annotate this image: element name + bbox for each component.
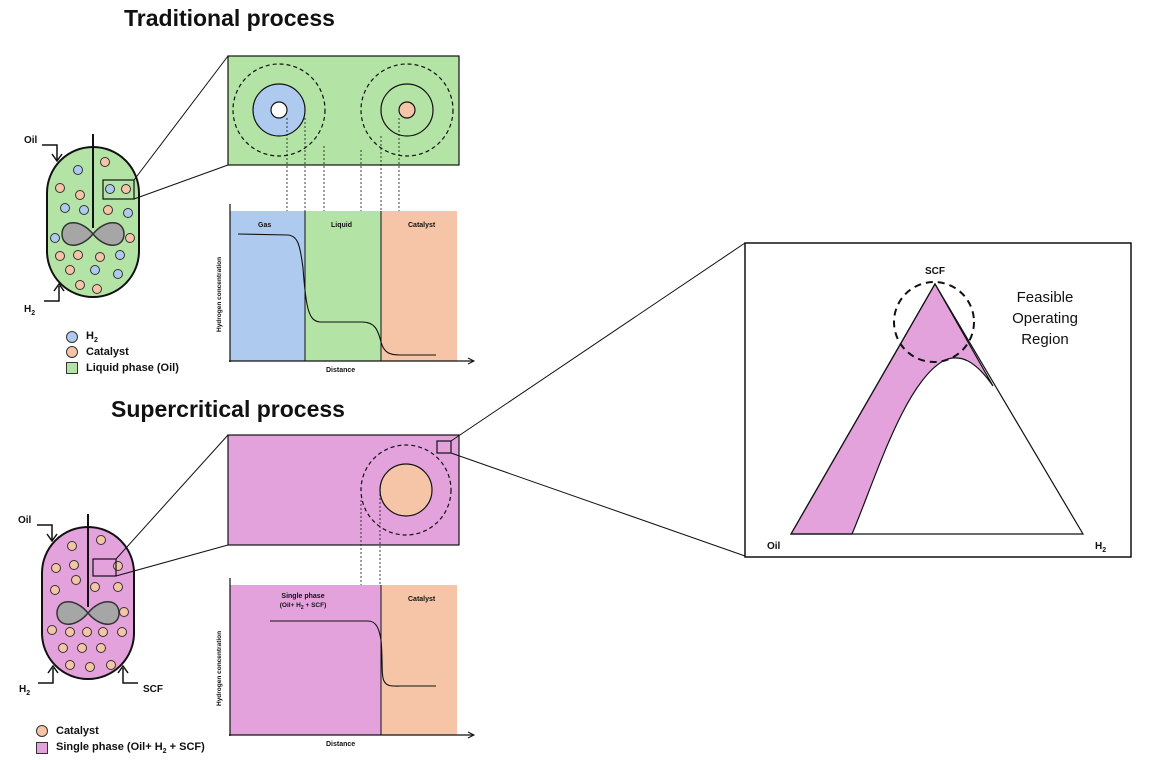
supercritical-xlabel: Distance bbox=[326, 741, 355, 748]
legend-catalyst-label: Catalyst bbox=[86, 346, 129, 358]
legend-sc-catalyst-label: Catalyst bbox=[56, 725, 99, 737]
single-phase-label: Single phase bbox=[281, 593, 324, 600]
legend-sc-catalyst: Catalyst bbox=[36, 725, 99, 737]
catalyst-region bbox=[381, 585, 457, 735]
supercritical-concentration-chart: Single phase (Oil+ H2 + SCF) Catalyst Hy… bbox=[216, 578, 476, 748]
h2-swatch-icon bbox=[66, 331, 78, 344]
supercritical-oil-label: Oil bbox=[18, 515, 32, 526]
catalyst-swatch-icon bbox=[66, 346, 78, 358]
traditional-title: Traditional process bbox=[124, 5, 335, 31]
traditional-concentration-curve bbox=[237, 233, 436, 356]
traditional-h2-label: H2 bbox=[24, 304, 35, 317]
supercritical-h2-inlet bbox=[38, 664, 59, 684]
traditional-concentration-chart: Gas Liquid Catalyst Hydrogen concentrati… bbox=[216, 204, 476, 374]
liquid-swatch-icon bbox=[66, 362, 78, 374]
feasible-region bbox=[789, 282, 994, 535]
scf-region-circle bbox=[893, 281, 975, 363]
ternary-diagram: SCF Oil H2 Feasible Operating Region bbox=[744, 242, 1132, 558]
single-phase-region bbox=[230, 585, 381, 735]
traditional-oil-label: Oil bbox=[24, 135, 38, 146]
traditional-ylabel: Hydrogen concentration bbox=[216, 257, 223, 332]
feasible-label-line1: Feasible bbox=[1017, 289, 1074, 306]
ternary-apex-label: SCF bbox=[925, 266, 945, 277]
catalyst-swatch-icon bbox=[36, 725, 48, 737]
single-phase-swatch-icon bbox=[36, 742, 48, 755]
ternary-left-label: Oil bbox=[767, 541, 781, 552]
supercritical-title: Supercritical process bbox=[111, 396, 345, 422]
catalyst-label: Catalyst bbox=[408, 596, 436, 603]
catalyst-label: Catalyst bbox=[408, 222, 436, 229]
impeller-icon bbox=[61, 222, 125, 246]
traditional-xlabel: Distance bbox=[326, 367, 355, 374]
legend-single-phase-label: Single phase (Oil+ H2 + SCF) bbox=[56, 741, 205, 756]
liquid-label: Liquid bbox=[331, 222, 352, 229]
legend-liquid: Liquid phase (Oil) bbox=[66, 362, 179, 374]
traditional-h2-inlet bbox=[44, 282, 65, 302]
legend-liquid-label: Liquid phase (Oil) bbox=[86, 362, 179, 374]
gas-label: Gas bbox=[258, 222, 271, 229]
supercritical-particles bbox=[47, 535, 129, 672]
feasible-label-line3: Region bbox=[1021, 331, 1069, 348]
ternary-right-label: H2 bbox=[1095, 541, 1106, 554]
supercritical-scf-label: SCF bbox=[143, 684, 163, 695]
single-phase-composition-label: (Oil+ H2 + SCF) bbox=[280, 602, 327, 611]
traditional-reactor bbox=[46, 134, 140, 298]
impeller-icon bbox=[56, 601, 120, 625]
gas-region bbox=[230, 211, 305, 361]
traditional-oil-inlet bbox=[42, 144, 63, 163]
supercritical-concentration-curve bbox=[270, 620, 436, 687]
legend-catalyst: Catalyst bbox=[66, 346, 129, 358]
legend-h2: H2 bbox=[66, 330, 98, 344]
legend-sc-single-phase: Single phase (Oil+ H2 + SCF) bbox=[36, 741, 205, 755]
supercritical-zoom-panel bbox=[227, 434, 460, 546]
catalyst-region bbox=[381, 211, 457, 361]
traditional-zoom-panel bbox=[227, 55, 460, 166]
supercritical-reactor bbox=[41, 514, 135, 680]
feasible-label-line2: Operating bbox=[1012, 310, 1078, 327]
legend-h2-label: H2 bbox=[86, 330, 98, 345]
liquid-region bbox=[305, 211, 381, 361]
supercritical-h2-label: H2 bbox=[19, 684, 30, 697]
supercritical-scf-inlet bbox=[117, 664, 138, 684]
supercritical-oil-inlet bbox=[37, 524, 58, 543]
supercritical-ylabel: Hydrogen concentration bbox=[216, 631, 223, 706]
traditional-particles bbox=[50, 157, 135, 294]
